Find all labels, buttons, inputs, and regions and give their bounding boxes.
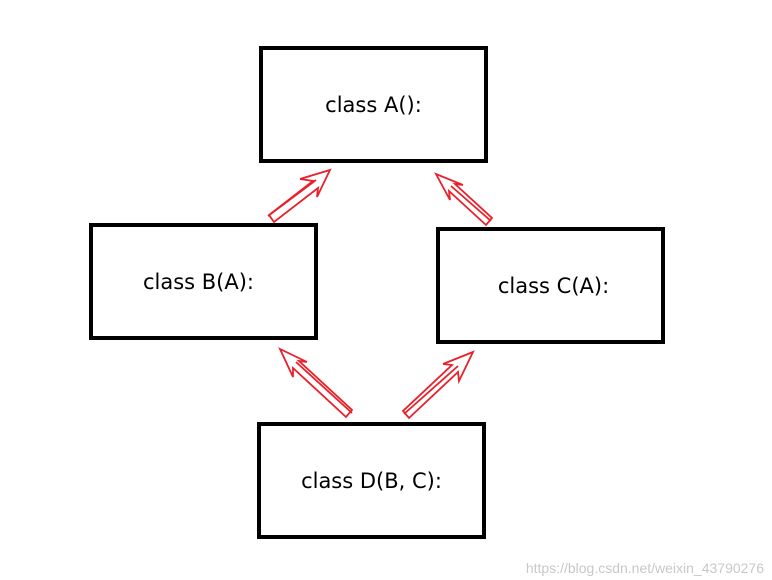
class-b-box: class B(A): <box>89 223 318 340</box>
class-a-label: class A(): <box>325 92 422 117</box>
class-d-label: class D(B, C): <box>301 468 442 493</box>
class-d-box: class D(B, C): <box>257 422 486 539</box>
class-a-box: class A(): <box>259 46 488 163</box>
class-b-label: class B(A): <box>142 269 255 294</box>
class-c-label: class C(A): <box>497 273 610 298</box>
watermark-url: https://blog.csdn.net/weixin_43790276 <box>525 560 764 576</box>
arrow-b-to-a <box>267 168 332 224</box>
arrow-d-to-c <box>401 350 475 420</box>
class-c-box: class C(A): <box>436 227 665 344</box>
arrow-c-to-a <box>434 172 494 227</box>
arrow-d-to-b <box>278 347 354 419</box>
